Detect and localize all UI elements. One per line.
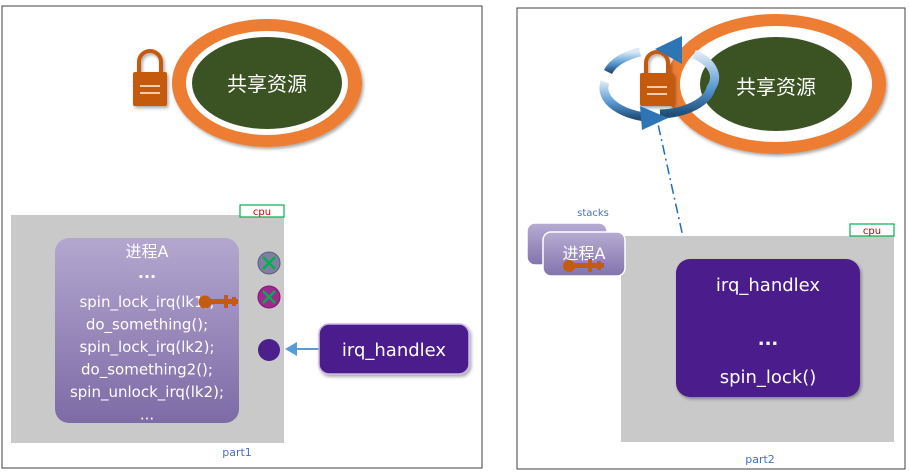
part2-cpu-label: cpu	[863, 226, 881, 237]
part1-cpu-tag	[239, 204, 285, 218]
part1-cpu-label: cpu	[253, 207, 271, 218]
part2-lock-icon	[640, 50, 674, 106]
part1-irq-disabled-2	[257, 285, 281, 309]
part1-irq-handler-box	[318, 323, 470, 375]
part2-process-label: 进程A	[563, 244, 606, 263]
part1-process-code-line: spin_lock_irq(lk2);	[79, 338, 214, 357]
part1-process-code-line: do_something2();	[81, 361, 213, 380]
part2-shared-resource	[666, 14, 886, 154]
part1-process-code: spin_lock_irq(lk1); do_something(); spin_l…	[70, 293, 224, 424]
part2-resource-label: 共享资源	[736, 75, 816, 99]
part1-lock-icon	[133, 49, 167, 106]
part2-irq-call: spin_lock()	[720, 367, 817, 388]
part2-spin-arrow-icon	[603, 36, 719, 130]
part2-key-icon	[563, 259, 604, 272]
part1-process-code-line: ...	[140, 406, 154, 424]
part1-irq-enabled-dot	[258, 339, 280, 361]
part1-irq-disabled-1	[257, 251, 281, 275]
part1-key-icon	[198, 295, 238, 309]
part1-process-code-line: spin_lock_irq(lk1);	[79, 293, 214, 312]
part2-panel: 共享资源 cpu stacks 进程A	[516, 7, 906, 470]
part1-shared-resource	[172, 19, 362, 147]
part2-stacks-label: stacks	[577, 208, 609, 219]
part2-irq-dots: ...	[758, 329, 779, 350]
part1-process-code-line: spin_unlock_irq(lk2);	[70, 383, 224, 402]
part2-caption: part2	[745, 453, 775, 466]
part1-resource-label: 共享资源	[227, 72, 307, 96]
part1-process-box	[55, 238, 239, 423]
part1-process-code-line: do_something();	[86, 316, 208, 335]
part2-resource-core	[700, 37, 852, 131]
part2-irq-title: irq_handlex	[716, 275, 821, 296]
part1-process-title: 进程A	[126, 242, 169, 261]
part1-panel: 共享资源 cpu 进程A ... spin_lock_irq(lk1); do_s…	[1, 5, 483, 469]
part1-irq-label: irq_handlex	[342, 340, 447, 361]
part2-irq-handler-box	[676, 259, 860, 397]
part1-caption: part1	[222, 446, 252, 459]
part1-resource-core	[192, 37, 342, 129]
part2-cpu-tag	[849, 223, 895, 237]
part1-process-dots: ...	[138, 263, 156, 282]
